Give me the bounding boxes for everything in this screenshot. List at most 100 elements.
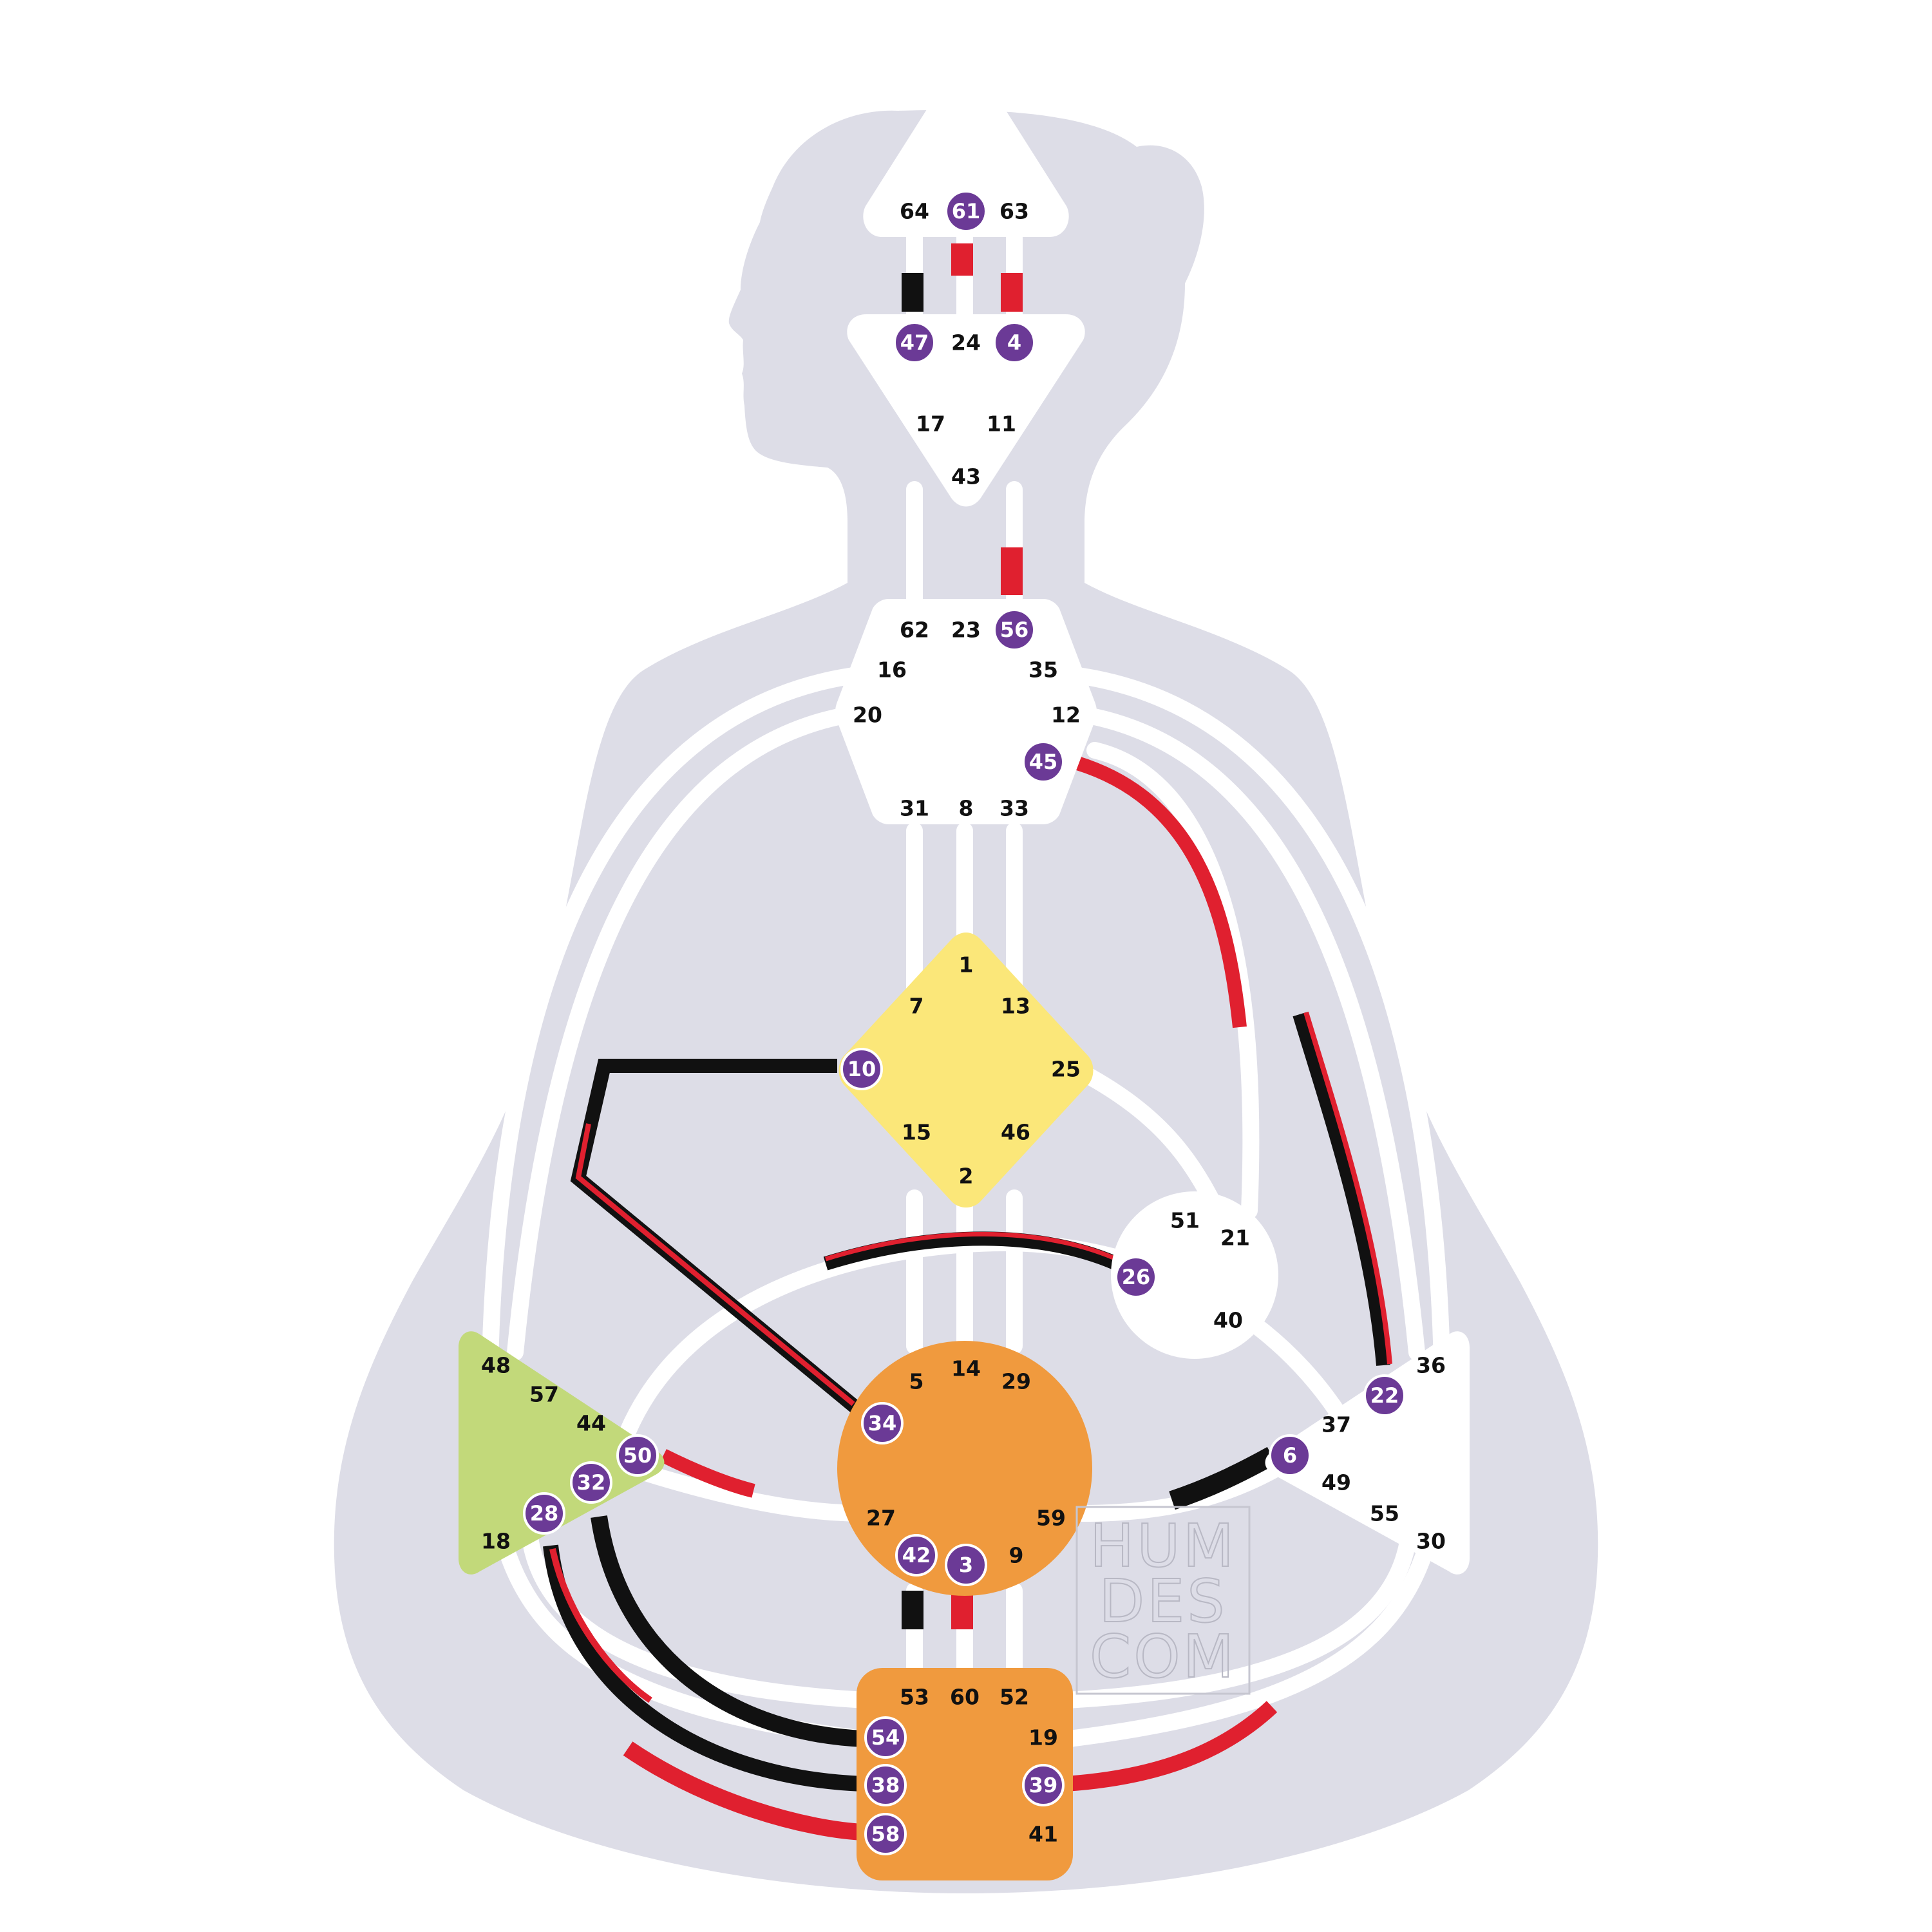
gate-number: 20	[853, 703, 882, 728]
gate-number: 12	[1051, 703, 1081, 728]
gate-10: 10	[840, 1048, 883, 1090]
gate-18: 18	[481, 1529, 511, 1554]
gate-number: 54	[871, 1725, 900, 1750]
gate-16: 16	[877, 658, 907, 683]
gate-activation-dot	[895, 1534, 938, 1577]
gate-49: 49	[1321, 1470, 1351, 1495]
channel-6-personality	[1169, 1446, 1277, 1510]
gate-13: 13	[1001, 994, 1030, 1019]
gate-4: 4	[993, 321, 1036, 364]
channel-track	[520, 1505, 875, 1709]
gate-32: 32	[570, 1461, 612, 1504]
gate-3: 3	[945, 1544, 987, 1586]
gate-15: 15	[902, 1120, 931, 1145]
gate-9: 9	[1009, 1543, 1024, 1568]
gate-number: 7	[909, 994, 924, 1019]
gate-41: 41	[1028, 1822, 1058, 1847]
watermark-line-2: DES	[1099, 1567, 1227, 1636]
gate-activation-dot	[1022, 1764, 1065, 1806]
gate-5: 5	[909, 1369, 924, 1394]
gate-number: 60	[950, 1685, 980, 1710]
channel-22-12-personality	[1293, 1012, 1390, 1366]
gate-number: 21	[1220, 1226, 1250, 1251]
gate-50: 50	[616, 1434, 659, 1477]
channel-track	[1054, 703, 1425, 1361]
gate-number: 55	[1370, 1501, 1399, 1526]
gate-number: 48	[481, 1353, 511, 1378]
gate-number: 9	[1009, 1543, 1024, 1568]
gate-number: 44	[576, 1411, 606, 1436]
gate-43: 43	[951, 464, 981, 489]
channel-track	[507, 703, 879, 1361]
gate-40: 40	[1213, 1308, 1243, 1333]
channel-tracks	[480, 223, 1452, 1747]
gate-number: 40	[1213, 1308, 1243, 1333]
gate-number: 64	[900, 199, 929, 224]
gate-number: 41	[1028, 1822, 1058, 1847]
gate-24: 24	[951, 330, 981, 355]
gate-61: 61	[945, 190, 987, 232]
gate-number: 47	[900, 330, 929, 355]
gate-63: 63	[999, 199, 1029, 224]
channel-track	[1048, 665, 1452, 1747]
gate-number: 18	[481, 1529, 511, 1554]
gate-29: 29	[1001, 1369, 1031, 1394]
gate-58: 58	[864, 1813, 907, 1855]
gate-7: 7	[909, 994, 924, 1019]
channel-28-38-personality	[543, 1544, 864, 1792]
gate-number: 59	[1036, 1506, 1066, 1531]
gate-20: 20	[853, 703, 882, 728]
channel-58-18-design	[623, 1741, 864, 1841]
gate-62: 62	[900, 618, 929, 643]
gate-56: 56	[993, 609, 1036, 651]
gate-60: 60	[950, 1685, 980, 1710]
gate-number: 2	[959, 1164, 974, 1189]
gate-number: 10	[848, 1057, 876, 1081]
gate-42: 42	[895, 1534, 938, 1577]
gate-1: 1	[959, 952, 974, 978]
gate-28: 28	[523, 1492, 565, 1535]
center-g	[838, 933, 1094, 1208]
defined-channels	[543, 243, 1392, 1841]
gate-11: 11	[987, 412, 1016, 437]
channel-45-21-design	[1075, 756, 1247, 1028]
gate-activation-dot	[570, 1461, 612, 1504]
channel-50-design	[660, 1449, 755, 1498]
gate-activation-dot	[893, 321, 936, 364]
center-head	[863, 64, 1069, 237]
gate-number: 52	[999, 1685, 1029, 1710]
center-root	[857, 1668, 1073, 1880]
gate-activation-dot	[1115, 1256, 1157, 1298]
gate-number: 19	[1028, 1725, 1058, 1750]
gate-number: 8	[959, 796, 974, 821]
gate-number: 24	[951, 330, 981, 355]
channel-26-personality	[823, 1231, 1124, 1273]
gate-number: 61	[952, 199, 981, 223]
gate-number: 6	[1283, 1443, 1297, 1468]
gate-number: 51	[1170, 1208, 1200, 1233]
gate-21: 21	[1220, 1226, 1250, 1251]
gate-number: 16	[877, 658, 907, 683]
gate-number: 46	[1001, 1120, 1030, 1145]
gate-activation-dot	[523, 1492, 565, 1535]
channel-track	[1086, 742, 1260, 1219]
gate-31: 31	[900, 796, 929, 821]
gate-2: 2	[959, 1164, 974, 1189]
gate-number: 28	[530, 1501, 559, 1526]
gate-activation-dot	[1363, 1374, 1406, 1417]
gate-38: 38	[864, 1764, 907, 1806]
channel-28-38-design	[549, 1548, 652, 1703]
gate-51: 51	[1170, 1208, 1200, 1233]
gate-number: 1	[959, 952, 974, 978]
gate-number: 33	[999, 796, 1029, 821]
gate-activation-dot	[616, 1434, 659, 1477]
watermark-line-3: COM	[1090, 1622, 1236, 1691]
gate-8: 8	[959, 796, 974, 821]
gate-activation-dot	[861, 1402, 904, 1444]
gate-48: 48	[481, 1353, 511, 1378]
gate-57: 57	[529, 1382, 559, 1407]
gate-number: 26	[1122, 1265, 1151, 1289]
gate-26: 26	[1115, 1256, 1157, 1298]
